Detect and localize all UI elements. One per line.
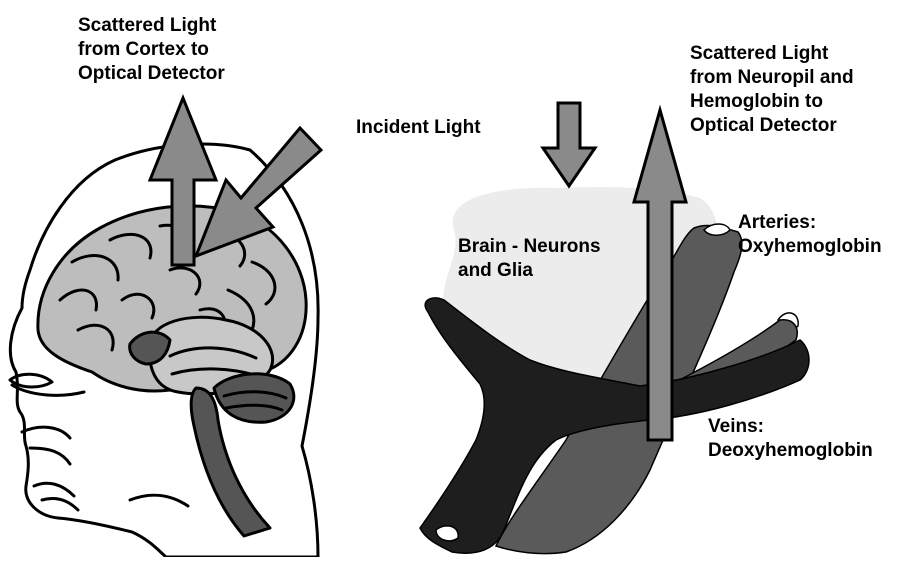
label-brain-tissue: Brain - Neurons and Glia xyxy=(458,235,601,283)
incident-light-arrow-down xyxy=(543,103,595,186)
label-neuropil-scatter: Scattered Light from Neuropil and Hemogl… xyxy=(690,42,854,138)
label-veins: Veins: Deoxyhemoglobin xyxy=(708,415,873,463)
label-incident-light: Incident Light xyxy=(356,116,481,140)
label-arteries: Arteries: Oxyhemoglobin xyxy=(738,211,882,259)
label-cortex-scatter: Scattered Light from Cortex to Optical D… xyxy=(78,14,225,86)
